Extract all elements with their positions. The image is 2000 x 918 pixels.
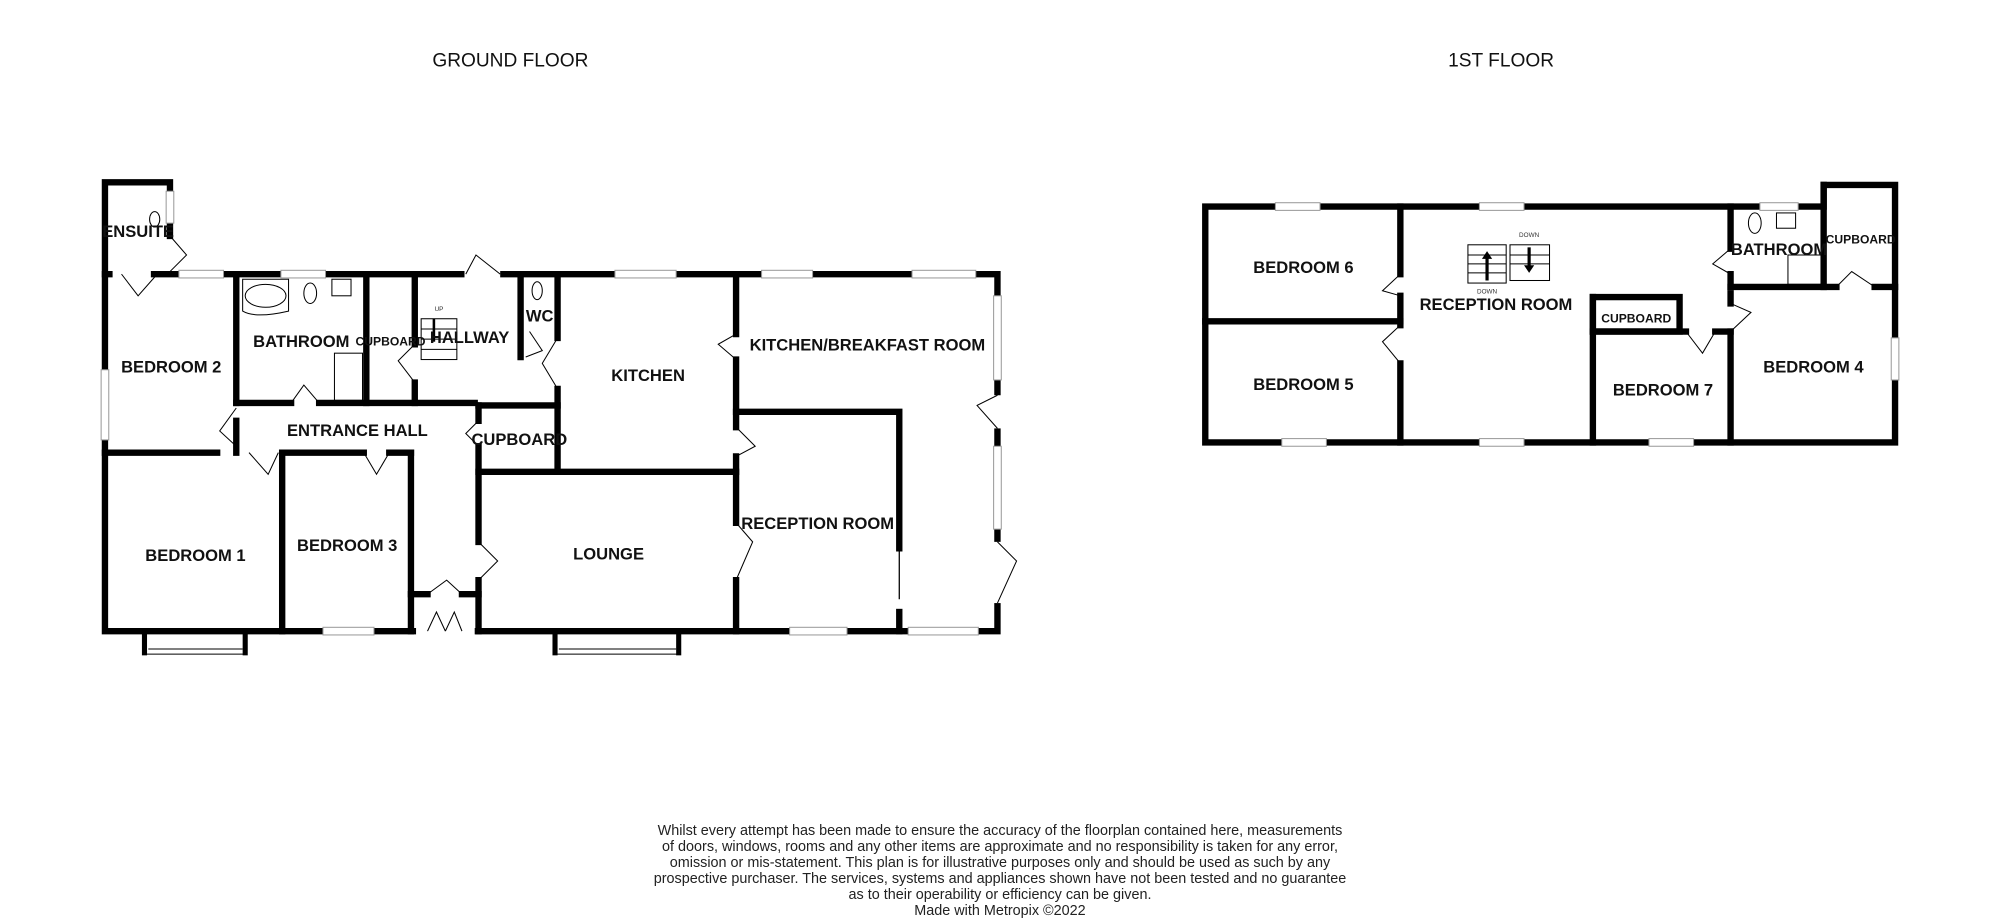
svg-text:Whilst every attempt has been: Whilst every attempt has been made to en… <box>658 823 1343 839</box>
wc-toilet-icon <box>531 281 543 301</box>
disclaimer: Whilst every attempt has been made to en… <box>654 823 1347 918</box>
room-lounge: LOUNGE <box>573 545 644 564</box>
svg-text:prospective purchaser. The ser: prospective purchaser. The services, sys… <box>654 871 1347 887</box>
stairs-icon <box>1467 244 1551 284</box>
room-bedroom-2: BEDROOM 2 <box>121 357 221 376</box>
room-cupboard: CUPBOARD <box>356 335 426 349</box>
room-bathroom: BATHROOM <box>253 332 349 351</box>
ground-walls <box>101 270 903 635</box>
room-bedroom-4: BEDROOM 4 <box>1763 357 1864 376</box>
room-bathroom-first: BATHROOM <box>1731 240 1827 259</box>
room-reception-first: RECEPTION ROOM <box>1420 295 1573 314</box>
room-entrance-hall: ENTRANCE HALL <box>287 421 428 440</box>
svg-text:of doors, windows, rooms and a: of doors, windows, rooms and any other i… <box>662 839 1338 855</box>
room-hallway: HALLWAY <box>430 328 509 347</box>
room-wc: WC <box>526 306 554 325</box>
ground-floor-plan: UP ENSUITE BEDROOM 2 BATHROOM CUPBOARD H… <box>100 179 1018 656</box>
svg-text:UP: UP <box>435 306 444 313</box>
room-cupboard-2: CUPBOARD <box>471 430 567 449</box>
svg-text:as to their operability or eff: as to their operability or efficiency ca… <box>849 887 1152 903</box>
shower-icon <box>333 352 364 401</box>
room-bedroom-7: BEDROOM 7 <box>1613 380 1713 399</box>
room-bedroom-5: BEDROOM 5 <box>1253 375 1353 394</box>
room-cupboard-first-2: CUPBOARD <box>1601 312 1671 326</box>
room-cupboard-first: CUPBOARD <box>1826 233 1896 247</box>
toilet-icon <box>303 282 318 304</box>
svg-text:Made with Metropix ©2022: Made with Metropix ©2022 <box>914 903 1085 918</box>
svg-text:omission or mis-statement. Thi: omission or mis-statement. This plan is … <box>670 855 1331 871</box>
room-reception: RECEPTION ROOM <box>741 514 894 533</box>
sink-icon <box>331 278 352 297</box>
room-bedroom-1: BEDROOM 1 <box>145 546 245 565</box>
bath-icon <box>242 278 290 316</box>
svg-text:DOWN: DOWN <box>1519 232 1540 239</box>
room-bedroom-3: BEDROOM 3 <box>297 536 397 555</box>
ground-floor-title: GROUND FLOOR <box>432 50 588 71</box>
room-ensuite: ENSUITE <box>102 222 174 241</box>
room-kitchen-breakfast: KITCHEN/BREAKFAST ROOM <box>750 336 986 355</box>
first-floor-title: 1ST FLOOR <box>1448 50 1554 71</box>
room-kitchen: KITCHEN <box>611 366 685 385</box>
svg-text:DOWN: DOWN <box>1477 288 1498 295</box>
room-bedroom-6: BEDROOM 6 <box>1253 258 1353 277</box>
stairs-icon <box>420 318 458 361</box>
first-floor-plan: DOWN DOWN BEDROOM 6 BEDROOM 5 RECEPTION … <box>1202 181 1900 447</box>
